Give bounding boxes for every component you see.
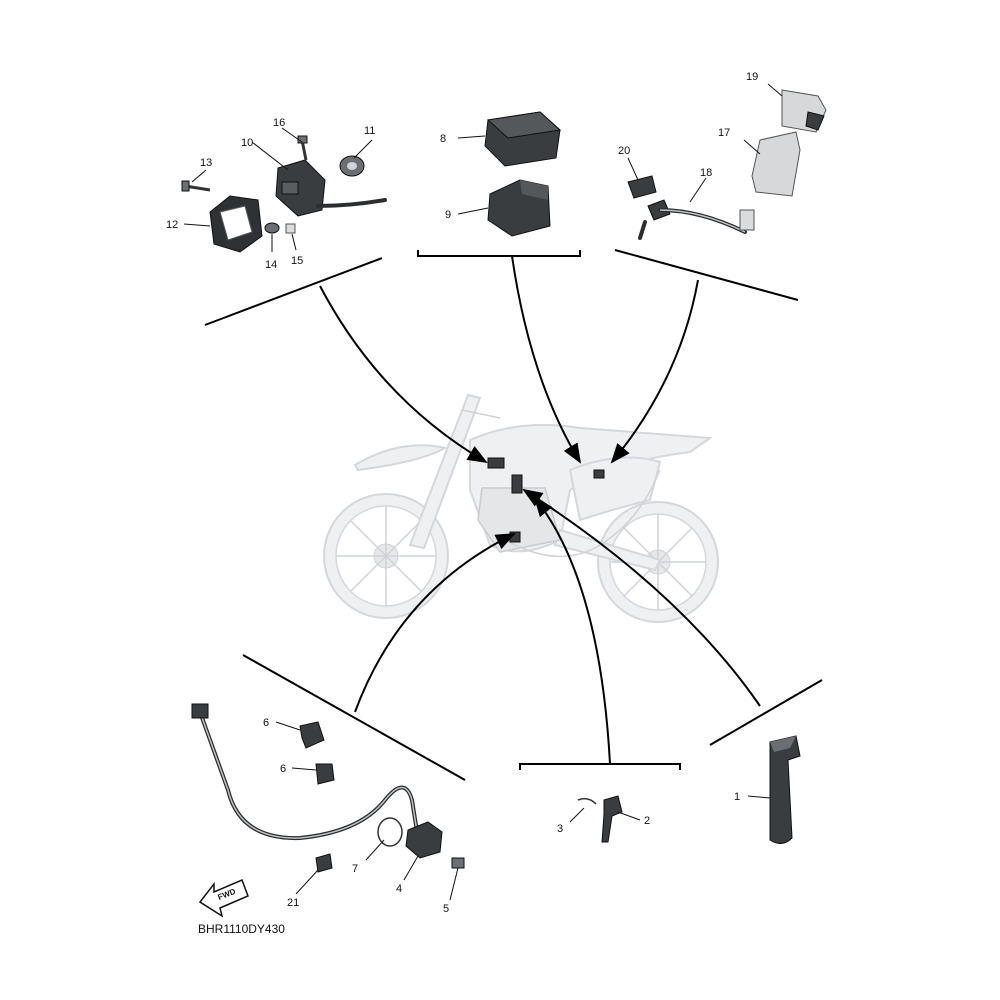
callout-5: 5 [443,903,449,915]
fwd-arrow-icon: FWD [198,879,249,918]
clamp-part-6b [315,763,335,785]
callout-20: 20 [618,145,630,157]
diagram-code: BHR1110DY430 [198,922,285,936]
callout-7: 7 [352,863,358,875]
front-fork [408,393,482,550]
callout-2: 2 [644,815,650,827]
callout-19: 19 [746,71,758,83]
callout-16: 16 [273,117,285,129]
callout-numbers: 10 16 11 13 12 14 15 8 9 20 18 17 19 6 6… [166,71,758,915]
group-brackets [204,249,823,781]
sensor-part-4 [405,821,443,859]
bottom-middle-parts [577,795,623,843]
callout-15: 15 [291,255,303,267]
leader-lines [183,83,783,901]
callout-14: 14 [265,259,277,271]
bracket-bottom-right [709,679,823,746]
bracket-top-middle [417,250,581,257]
part-20 [627,175,657,199]
callout-17: 17 [718,127,730,139]
bracket-bottom-left [242,654,466,781]
motorcycle-illustration [323,393,719,623]
callout-8: 8 [440,133,446,145]
callout-11: 11 [364,125,375,137]
top-left-parts [181,135,387,253]
arrow-top-middle [511,255,582,464]
bracket-bottom-middle [519,763,681,770]
callout-10: 10 [241,137,253,149]
arrow-bottom-left [354,533,516,713]
sensor-part-2 [601,795,623,843]
arrow-bottom-right [522,488,761,707]
top-middle-parts [484,111,562,237]
bracket-top-right [614,249,799,301]
callout-18: 18 [700,167,712,179]
clip-part-3 [577,797,597,805]
plug-cap-part-1 [769,735,801,844]
bottom-left-parts [191,703,465,873]
callout-12: 12 [166,219,178,231]
arrow-bottom-middle [533,496,611,765]
arrow-top-right [610,279,699,464]
callout-21: 21 [287,897,299,909]
o-ring-part-7 [377,817,403,847]
bracket-top-left [204,257,383,326]
callout-6b: 6 [280,763,286,775]
part-17 [751,131,801,197]
callout-3: 3 [557,823,563,835]
bottom-right-parts [769,735,801,844]
callout-13: 13 [200,157,212,169]
callout-6a: 6 [263,717,269,729]
pointer-arrows [319,255,761,765]
callout-4: 4 [396,883,402,895]
top-right-parts [627,89,827,240]
callout-1: 1 [734,791,740,803]
connector-part [191,703,209,719]
callout-9: 9 [445,209,451,221]
clamp-part-6a [299,721,325,749]
arrow-top-left [319,285,488,464]
clip-part-21 [315,853,333,873]
